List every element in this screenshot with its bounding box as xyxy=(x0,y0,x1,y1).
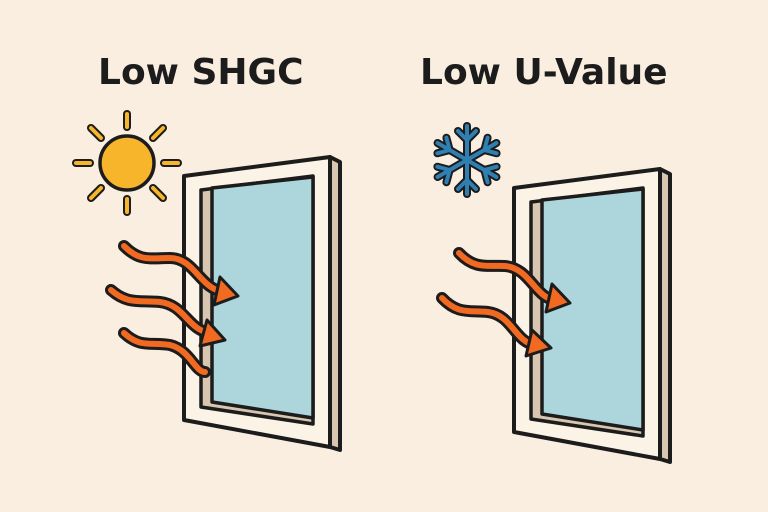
snowflake-icon xyxy=(433,122,501,194)
window-left xyxy=(182,155,342,452)
sun-icon xyxy=(72,110,182,216)
heat-arrows-left xyxy=(105,240,240,378)
low-u-value-title: Low U-Value xyxy=(420,52,668,93)
low-shgc-title: Low SHGC xyxy=(98,52,304,93)
window-right xyxy=(512,167,672,464)
heat-arrows-right xyxy=(436,247,572,358)
